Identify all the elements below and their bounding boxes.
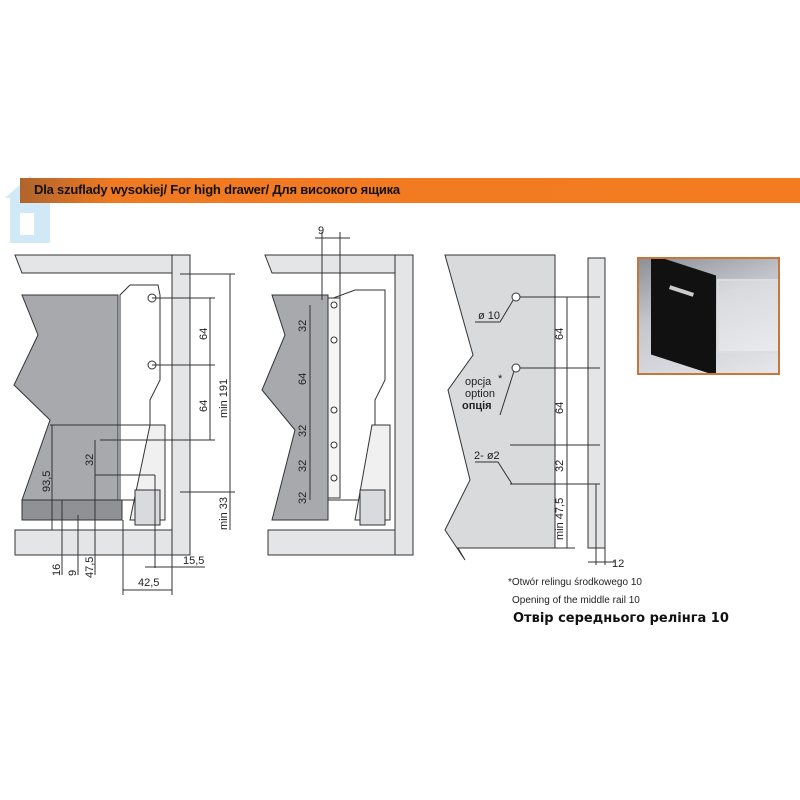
dim-32-4: 32 (297, 492, 309, 504)
dim-32: 32 (84, 454, 96, 466)
drawer-product-photo (637, 257, 780, 375)
middle-holes (330, 301, 338, 482)
middle-cross-section (261, 232, 414, 556)
dim-min-47-5: min 47,5 (554, 498, 566, 540)
section-title: Dla szuflady wysokiej/ For high drawer/ … (34, 182, 400, 197)
dim-64-upper-right: 64 (554, 328, 566, 340)
footnote-english: Opening of the middle rail 10 (512, 595, 640, 606)
dim-64: 64 (297, 373, 309, 385)
label-option: option (465, 388, 495, 400)
dim-93-5: 93,5 (41, 471, 53, 492)
label-opcja: opcja (465, 376, 492, 388)
dim-64-lower: 64 (198, 400, 210, 412)
left-cross-section (13, 254, 235, 595)
dim-32-3: 32 (297, 460, 309, 472)
dim-32-2: 32 (297, 425, 309, 437)
dim-9-top: 9 (318, 225, 324, 237)
footnote-polish: *Otwór relingu środkowego 10 (508, 577, 642, 588)
dim-min-191: min 191 (218, 379, 230, 418)
label-diameter-10: ø 10 (478, 310, 500, 322)
label-2-diameter-2: 2- ø2 (474, 450, 500, 462)
dim-32-right: 32 (554, 460, 566, 472)
footnote-ukrainian: Отвір середнього релінга 10 (513, 611, 729, 626)
right-side-panel (444, 254, 615, 565)
middle-dimensions: 9 32 64 32 32 32 (297, 225, 324, 504)
dim-12: 12 (612, 558, 624, 570)
dim-64-upper: 64 (198, 328, 210, 340)
dim-64-lower-right: 64 (554, 402, 566, 414)
right-labels: ø 10 opcja * option опція 2- ø2 64 64 32… (462, 310, 624, 570)
section-header-banner: Dla szuflady wysokiej/ For high drawer/ … (20, 178, 800, 203)
label-asterisk: * (498, 373, 503, 385)
left-dimensions: 64 64 min 191 min 33 32 93,5 16 9 47,5 4… (41, 328, 230, 589)
dim-42-5: 42,5 (138, 577, 159, 589)
label-option-ua: опція (462, 400, 492, 412)
dim-16: 16 (51, 564, 63, 576)
dim-9: 9 (67, 570, 79, 576)
dim-32-1: 32 (297, 320, 309, 332)
dim-min-33: min 33 (218, 497, 230, 530)
dim-47-5: 47,5 (84, 557, 96, 578)
dim-15-5: 15,5 (183, 555, 204, 567)
